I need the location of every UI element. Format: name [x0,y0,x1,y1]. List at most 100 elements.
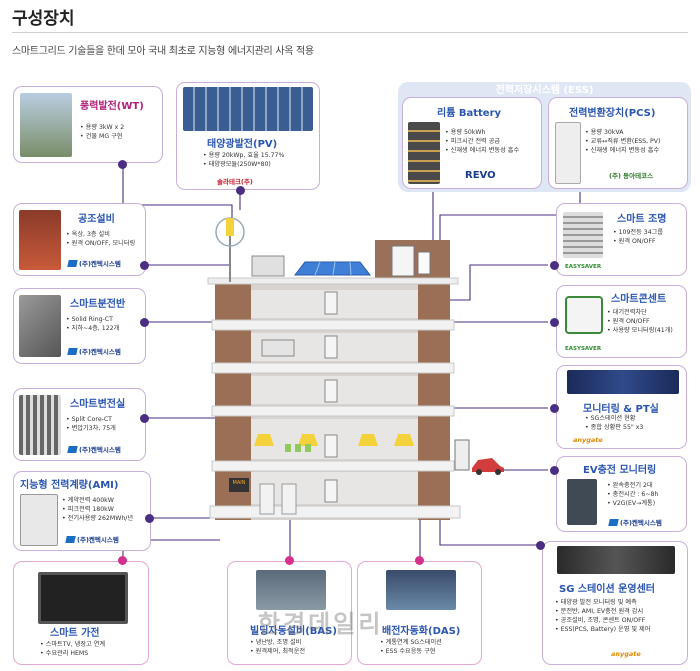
detail-line: 용량 3kW x 2 [80,123,125,132]
detail-line: 냉난방, 조명 설비 [250,638,305,647]
ev-vendor-logo: (주)켄텍시스템 [609,517,662,527]
connector-dot [140,318,149,327]
card-details: 냉난방, 조명 설비 원격제어, 최적운전 [250,638,305,656]
detail-line: 완속충전기 2대 [607,481,658,490]
card-title: 스마트분전반 [70,299,126,310]
card-monitoring[interactable]: 모니터링 & PT실 SG스테이션 현황 종합 상황판 55" x3 anyga… [556,365,687,449]
detail-line: 건물 MG 구현 [80,132,124,141]
ami-meter-photo [20,494,58,546]
detail-line: 전기사용량 262MWh/년 [62,514,133,523]
connector-dot [415,556,424,565]
card-smart-lighting[interactable]: 스마트 조명 109전등 34그룹 원격 ON/OFF EASYSAVER [556,203,687,276]
detail-line: 충전시간 : 6~8h [607,490,659,499]
page-subtitle: 스마트그리드 기술들을 한데 모아 국내 최초로 지능형 에너지관리 사옥 적용 [12,46,314,57]
pcs-vendor-logo: (주) 동아테코스 [609,172,654,180]
smart-tv-photo [38,572,128,624]
detail-line: 대기전력차단 [607,308,673,317]
card-details: SG스테이션 현황 종합 상황판 55" x3 [585,414,644,432]
detail-line: 태양광 발전 모니터링 및 예측 [555,598,650,607]
card-details: Solid Ring-CT 지하~4층, 122개 [66,315,120,333]
detail-line: 원격제어, 최적운전 [250,647,305,656]
detail-line: 신재생 에너지 변동성 흡수 [445,146,520,155]
card-details: 용량 3kW x 2 건물 MG 구현 [80,123,125,141]
hvac-vendor-logo: (주)켄텍시스템 [68,258,121,268]
card-das[interactable]: 배전자동화(DAS) 계통연계 SG스테이션 ESS 수요응동 구현 [357,561,482,665]
panel-vendor-logo: (주)켄텍시스템 [68,346,121,356]
ess-group-title: 전력저장시스템 (ESS) [495,85,594,96]
connector-dot [118,556,127,565]
card-details: 완속충전기 2대 충전시간 : 6~8h V2G(EV→계통) [607,481,659,508]
detail-line: 계약전력 400kW [62,496,133,505]
card-wind-power[interactable]: 풍력발전(WT) 용량 3kW x 2 건물 MG 구현 [13,86,163,163]
detail-line: ESS(PCS, Battery) 운영 및 제어 [555,625,651,634]
das-photo [386,570,456,610]
card-lithium-battery[interactable]: 리튬 Battery 용량 50kWh 피크시간 전력 공급 신재생 에너지 변… [402,97,542,189]
card-details: Split Core-CT 변압기3차, 75개 [66,415,116,433]
connector-dot [145,514,154,523]
page-title: 구성장치 [12,9,75,29]
control-room-photo [557,546,675,574]
detail-line: 지하~4층, 122개 [66,324,120,333]
watermark: 한경데일리 [258,610,384,638]
connector-dot [285,556,294,565]
battery-vendor-logo: REVO [465,170,496,181]
detail-line: 109전등 34그룹 [613,228,663,237]
card-title: 태양광발전(PV) [207,139,278,150]
card-details: 용량 30kVA 교류↔직류 변환(ESS, PV) 신재생 에너지 변동성 흡… [585,128,661,155]
detail-line: 공조설비, 조명, 콘센트 ON/OFF [555,616,650,625]
card-pcs[interactable]: 전력변환장치(PCS) 용량 30kVA 교류↔직류 변환(ESS, PV) 신… [548,97,688,189]
card-hvac[interactable]: 공조설비 옥상, 3층 설비 원격 ON/OFF, 모니터링 (주)켄텍시스템 [13,203,146,276]
card-solar-pv[interactable]: 태양광발전(PV) 용량 20kWp, 효율 15.77% 태양광모듈(250W… [176,82,320,190]
card-details: 계약전력 400kW 피크전력 180kW 전기사용량 262MWh/년 [62,496,133,523]
detail-line: 종합 상황판 55" x3 [585,423,644,432]
card-smart-outlet[interactable]: 스마트콘센트 대기전력차단 원격 ON/OFF 사용량 모니터링(41개) EA… [556,285,687,358]
card-title: 스마트변전실 [70,399,126,410]
card-ev-charging[interactable]: EV충전 모니터링 완속충전기 2대 충전시간 : 6~8h V2G(EV→계통… [556,456,687,532]
card-smart-panel[interactable]: 스마트분전반 Solid Ring-CT 지하~4층, 122개 (주)켄텍시스… [13,288,146,364]
lighting-vendor-logo: EASYSAVER [565,264,602,270]
card-sg-station-center[interactable]: SG 스테이션 운영센터 태양광 발전 모니터링 및 예측 분전반, AMI, … [542,541,688,665]
card-details: 태양광 발전 모니터링 및 예측 분전반, AMI, EV충전 원격 감시 공조… [555,598,651,634]
hvac-photo [19,210,61,270]
substation-photo [19,395,61,455]
lighting-panel-photo [563,212,603,258]
connector-dot [236,186,245,195]
detail-line: SG스테이션 현황 [585,414,643,423]
detail-line: 계통연계 SG스테이션 [380,638,442,647]
detail-line: 태양광모듈(250W*80) [203,160,284,169]
connector-dot [118,160,127,169]
connector-dot [550,466,559,475]
building [207,217,504,520]
connector-dot [550,261,559,270]
card-details: 옥상, 3층 설비 원격 ON/OFF, 모니터링 [66,230,136,248]
card-smart-substation[interactable]: 스마트변전실 Split Core-CT 변압기3차, 75개 (주)켄텍시스템 [13,388,146,461]
detail-line: 용량 20kWp, 효율 15.77% [203,151,285,160]
panel-photo [19,295,61,357]
card-title: 공조설비 [78,214,115,225]
wind-turbine-photo [20,93,72,157]
connector-dot [536,541,545,550]
battery-photo [408,122,440,184]
detail-line: V2G(EV→계통) [607,499,658,508]
card-title: 빌딩자동설비(BAS) [250,626,337,637]
card-title: 풍력발전(WT) [80,101,144,112]
substation-vendor-logo: (주)켄텍시스템 [68,444,121,454]
detail-line: 교류↔직류 변환(ESS, PV) [585,137,661,146]
card-ami[interactable]: 지능형 전력계량(AMI) 계약전력 400kW 피크전력 180kW 전기사용… [13,471,151,551]
bas-photo [256,570,326,610]
outlet-photo [565,296,603,334]
detail-line: ESS 수요응동 구현 [380,647,442,656]
pv-vendor-logo: 솔라테크(주) [217,178,253,186]
card-title: 모니터링 & PT실 [583,404,659,415]
connector-dot [140,261,149,270]
card-smart-appliance[interactable]: 스마트 가전 스마트TV, 냉장고 연계 수요관리 HEMS [13,561,149,665]
card-title: 스마트 조명 [617,214,667,225]
card-title: 배전자동화(DAS) [382,626,461,637]
detail-line: 변압기3차, 75개 [66,424,116,433]
detail-line: 옥상, 3층 설비 [66,230,135,239]
monitoring-screens-photo [567,370,679,394]
card-title: 리튬 Battery [437,108,502,119]
card-details: 계통연계 SG스테이션 ESS 수요응동 구현 [380,638,442,656]
card-title: SG 스테이션 운영센터 [559,584,655,595]
